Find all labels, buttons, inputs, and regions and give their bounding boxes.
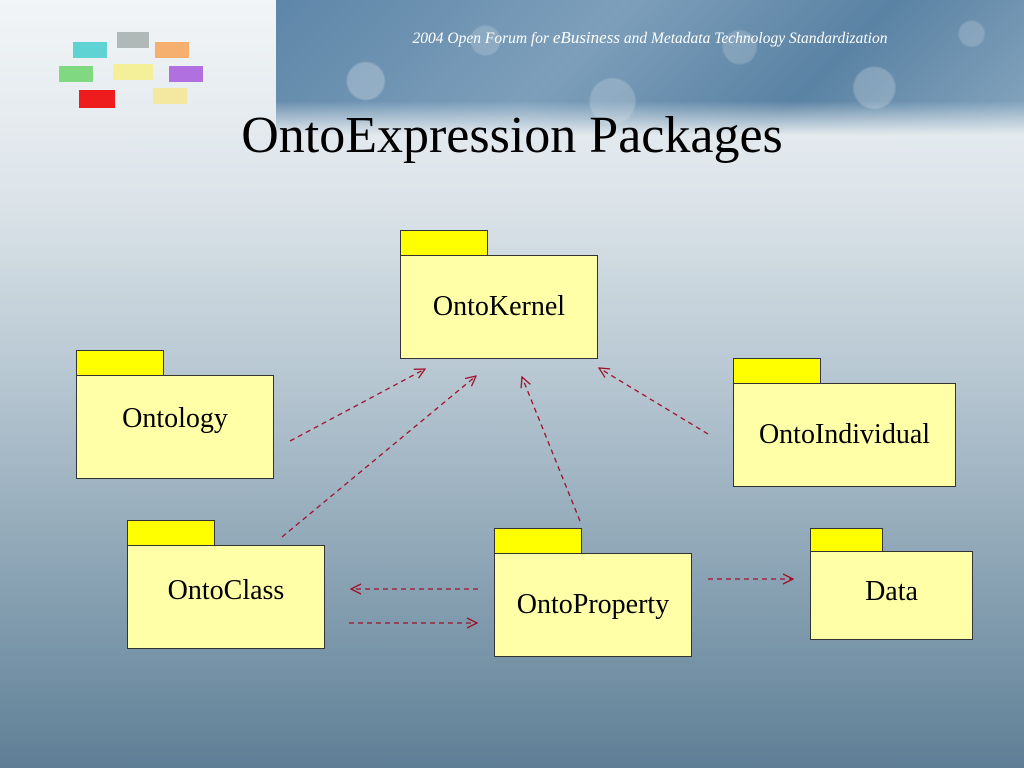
package-data: Data bbox=[810, 528, 973, 640]
package-ontoproperty: OntoProperty bbox=[494, 528, 692, 657]
package-label: Data bbox=[810, 551, 973, 640]
arrow-ontoindividual-to-ontokernel bbox=[599, 368, 709, 435]
header-pre: 2004 Open Forum for bbox=[412, 30, 553, 47]
package-label: OntoClass bbox=[127, 545, 325, 649]
header-post: and Metadata Technology Standardization bbox=[619, 30, 888, 47]
header-banner bbox=[276, 0, 1024, 135]
arrow-ontoclass-to-ontokernel bbox=[281, 376, 476, 538]
package-tab bbox=[733, 358, 821, 385]
package-tab bbox=[494, 528, 582, 555]
arrow-ontology-to-ontokernel bbox=[289, 369, 425, 442]
slide-title: OntoExpression Packages bbox=[241, 107, 783, 164]
network-diagram-logo bbox=[55, 30, 205, 110]
conference-header: 2004 Open Forum for eBusiness and Metada… bbox=[276, 28, 1024, 48]
package-label: OntoIndividual bbox=[733, 383, 956, 487]
package-label: OntoKernel bbox=[400, 255, 598, 359]
package-ontoindividual: OntoIndividual bbox=[733, 358, 956, 487]
header-brand: eBusiness bbox=[552, 28, 620, 47]
package-label: OntoProperty bbox=[494, 553, 692, 657]
package-tab bbox=[76, 350, 164, 377]
package-tab bbox=[400, 230, 488, 257]
package-label: Ontology bbox=[76, 375, 274, 479]
package-ontology: Ontology bbox=[76, 350, 274, 479]
package-ontokernel: OntoKernel bbox=[400, 230, 598, 359]
arrow-ontoproperty-to-ontokernel bbox=[522, 377, 581, 522]
package-ontoclass: OntoClass bbox=[127, 520, 325, 649]
